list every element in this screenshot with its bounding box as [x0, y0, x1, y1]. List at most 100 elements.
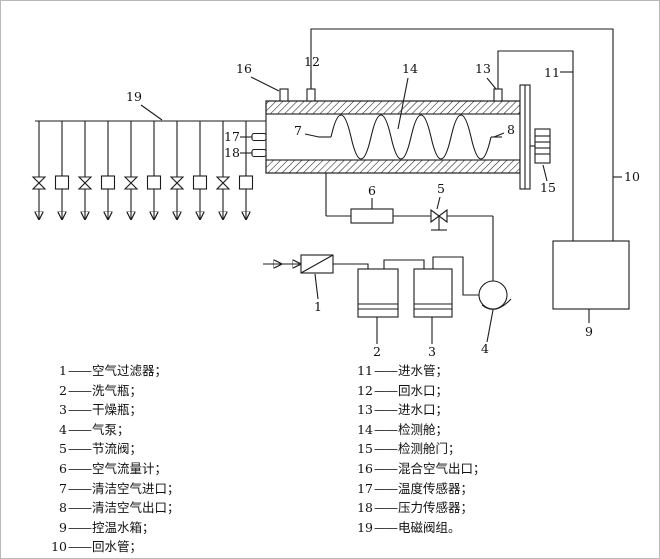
legend-item-6: 6——空气流量计； — [41, 459, 180, 479]
legend-number: 6 — [59, 460, 67, 476]
pressure-sensor — [251, 148, 267, 158]
air-flow-meter — [350, 208, 394, 224]
callout-11: 11 — [544, 65, 560, 80]
callout-1: 1 — [314, 299, 322, 314]
legend-item-8: 8——清洁空气出口； — [41, 498, 180, 518]
legend-dash: —— — [68, 421, 92, 437]
chamber-wall-bottom — [265, 159, 521, 174]
legend-label: 干燥瓶； — [92, 402, 143, 418]
legend-item-14: 14——检测舱； — [347, 420, 486, 440]
legend-number: 2 — [59, 382, 67, 398]
legend-label: 控温水箱； — [92, 519, 155, 535]
callout-10: 10 — [624, 169, 640, 184]
legend-label: 进水口； — [398, 402, 449, 418]
valve-box — [56, 121, 69, 219]
mixed-air-outlet-port — [279, 88, 289, 102]
callout-7: 7 — [294, 123, 302, 138]
air-supply-path — [263, 173, 512, 318]
legend-number: 19 — [357, 519, 373, 535]
legend-label: 气泵； — [92, 421, 130, 437]
legend-item-3: 3——干燥瓶； — [41, 400, 180, 420]
return-water-pipe — [310, 28, 614, 241]
legend-item-19: 19——电磁阀组。 — [347, 518, 486, 538]
inlet-water-pipe — [497, 50, 574, 241]
legend-label: 节流阀； — [92, 441, 143, 457]
legend-number: 14 — [357, 421, 373, 437]
air-pump — [478, 280, 512, 310]
legend-dash: —— — [68, 402, 92, 418]
legend-number: 8 — [59, 500, 67, 516]
water-tank — [552, 240, 630, 310]
callout-14: 14 — [402, 61, 418, 76]
legend-label: 清洁空气进口； — [92, 480, 180, 496]
legend-dash: —— — [374, 402, 398, 418]
legend-item-7: 7——清洁空气进口； — [41, 479, 180, 499]
legend-item-16: 16——混合空气出口； — [347, 459, 486, 479]
legend-item-5: 5——节流阀； — [41, 439, 180, 459]
valve-box — [102, 121, 115, 219]
chamber-door — [519, 84, 551, 190]
legend-label: 回水口； — [398, 382, 449, 398]
callout-3: 3 — [428, 344, 436, 359]
legend-label: 空气流量计； — [92, 460, 168, 476]
drying-bottle — [413, 268, 453, 318]
legend-item-2: 2——洗气瓶； — [41, 381, 180, 401]
legend-dash: —— — [68, 382, 92, 398]
legend-item-18: 18——压力传感器； — [347, 498, 486, 518]
detection-chamber — [251, 84, 551, 190]
legend-label: 检测舱； — [398, 421, 449, 437]
legend-label: 检测舱门； — [398, 441, 461, 457]
legend-label: 混合空气出口； — [398, 460, 486, 476]
legend-item-15: 15——检测舱门； — [347, 439, 486, 459]
legend-number: 16 — [357, 460, 373, 476]
chamber-wall-top — [265, 100, 521, 115]
legend-label: 回水管； — [92, 539, 143, 555]
legend-item-1: 1——空气过滤器； — [41, 361, 180, 381]
legend-number: 17 — [357, 480, 373, 496]
valve-box — [194, 121, 207, 219]
callout-17: 17 — [224, 129, 240, 144]
callout-15: 15 — [540, 180, 556, 195]
valve-box — [240, 121, 253, 219]
solenoid-valve — [33, 121, 45, 219]
callout-2: 2 — [373, 344, 381, 359]
legend-label: 洗气瓶； — [92, 382, 143, 398]
legend-label: 空气过滤器； — [92, 363, 168, 378]
temperature-sensor — [251, 132, 267, 142]
callout-numbers: 19 16 12 14 13 11 10 17 18 7 8 15 6 5 1 … — [126, 54, 640, 359]
solenoid-valve — [79, 121, 91, 219]
legend-dash: —— — [374, 460, 398, 476]
legend-dash: —— — [68, 500, 92, 516]
callout-8: 8 — [507, 122, 515, 137]
legend-number: 12 — [357, 382, 373, 398]
legend-dash: —— — [374, 382, 398, 398]
callout-6: 6 — [368, 183, 376, 198]
legend-label: 温度传感器； — [398, 480, 474, 496]
legend-dash: —— — [68, 363, 92, 378]
coil — [330, 114, 492, 160]
legend-dash: —— — [374, 480, 398, 496]
gas-washing-bottle — [357, 268, 399, 318]
legend-dash: —— — [68, 539, 92, 555]
callout-13: 13 — [475, 61, 491, 76]
solenoid-valve-group — [33, 121, 253, 219]
legend-number: 7 — [59, 480, 67, 496]
legend-label: 压力传感器； — [398, 500, 474, 516]
legend-number: 5 — [59, 441, 67, 457]
valve-box — [148, 121, 161, 219]
legend-item-11: 11——进水管； — [347, 361, 486, 381]
legend-number: 15 — [357, 441, 373, 457]
callout-16: 16 — [236, 61, 252, 76]
legend-dash: —— — [374, 363, 398, 378]
legend-item-10: 10——回水管； — [41, 537, 180, 557]
legend-label: 电磁阀组。 — [398, 519, 461, 535]
air-filter — [300, 254, 334, 274]
throttle-valve — [430, 208, 448, 231]
legend-dash: —— — [68, 460, 92, 476]
legend-number: 9 — [59, 519, 67, 535]
legend-dash: —— — [374, 519, 398, 535]
legend-dash: —— — [374, 421, 398, 437]
leader-lines — [140, 71, 622, 344]
legend-label: 清洁空气出口； — [92, 500, 180, 516]
